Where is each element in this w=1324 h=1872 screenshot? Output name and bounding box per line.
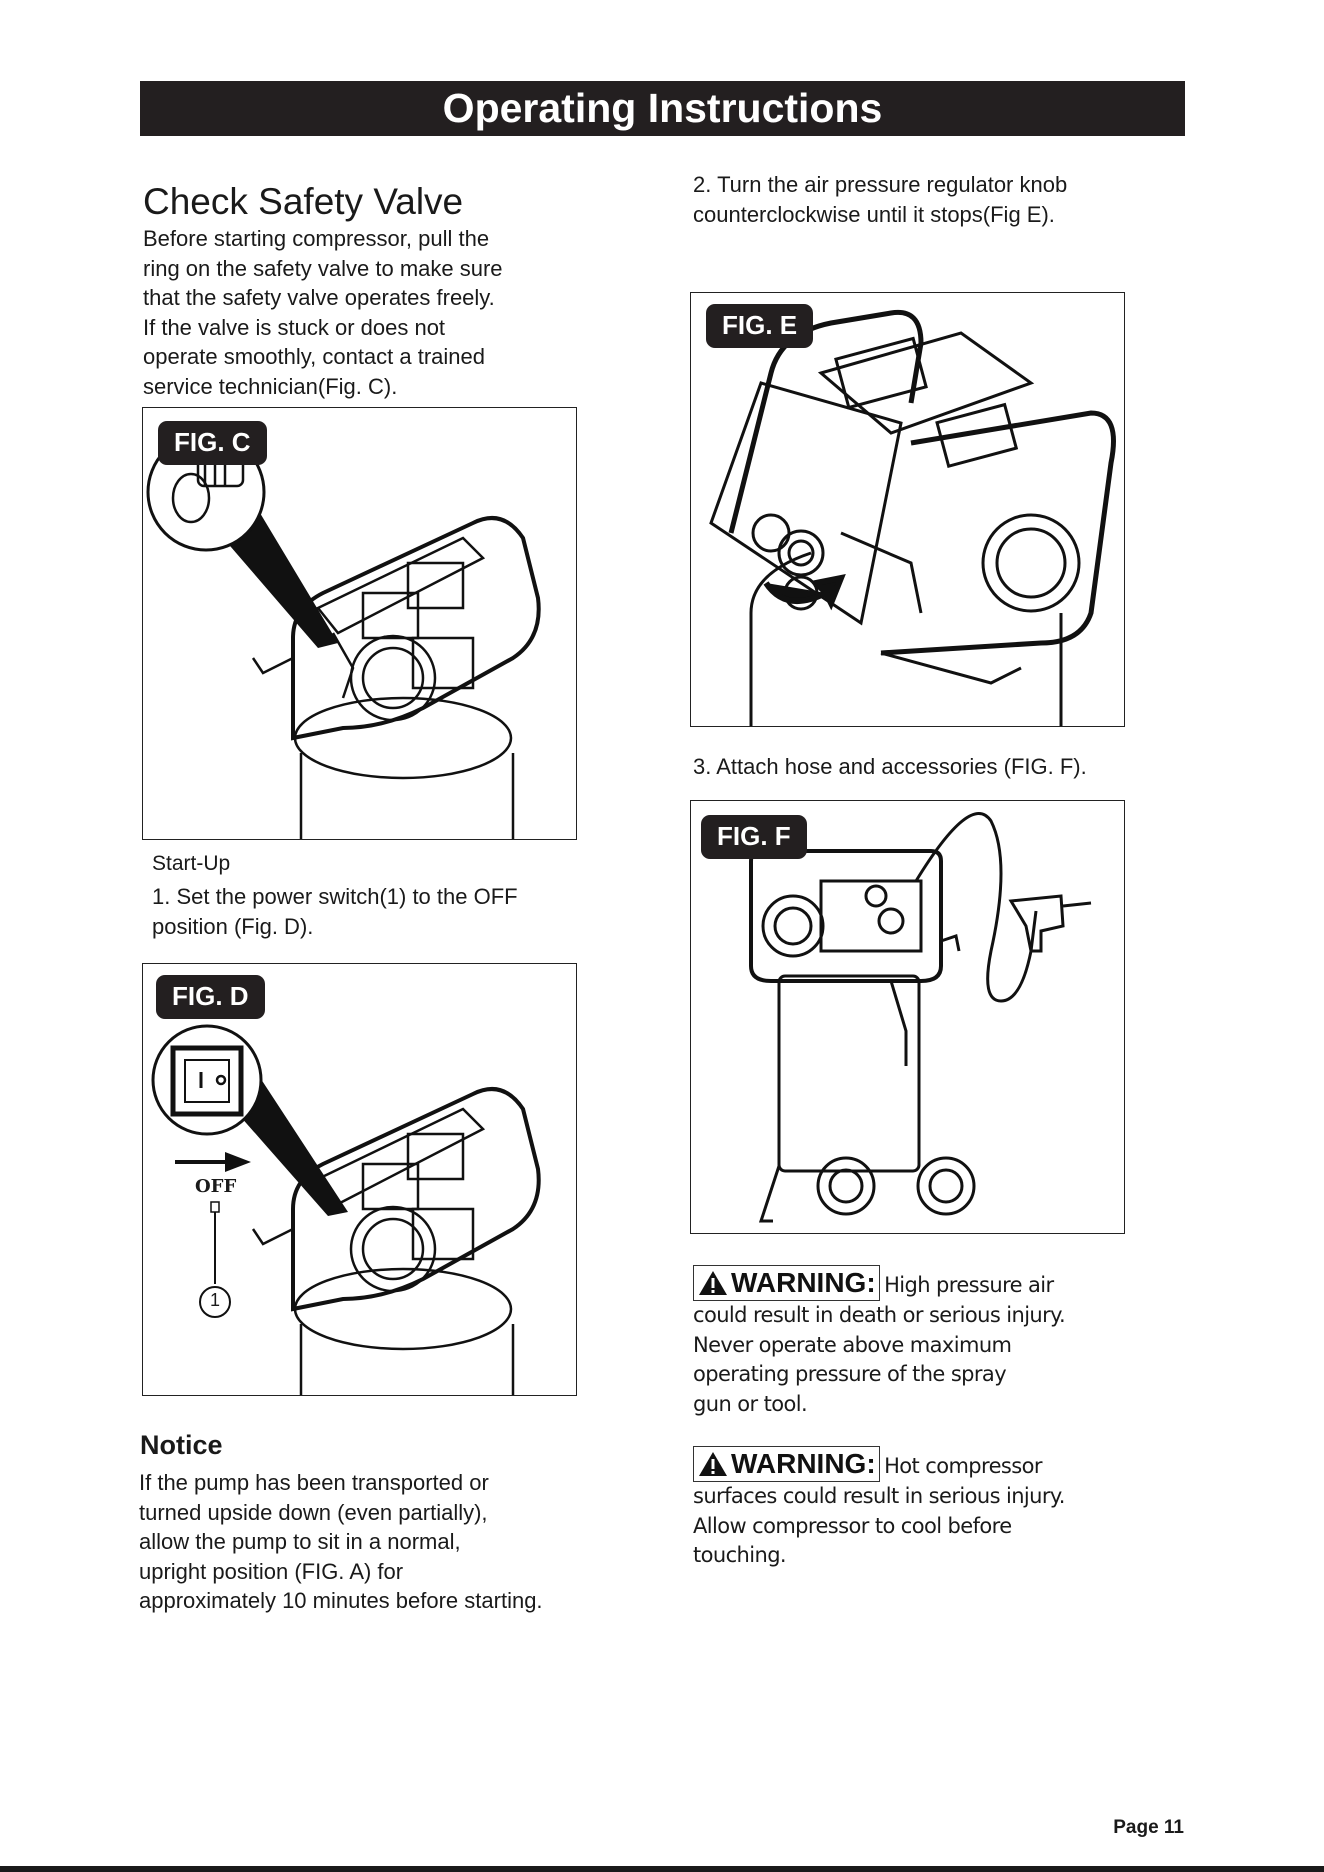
- text-line: gun or tool.: [693, 1391, 808, 1416]
- fig-e-label: FIG. E: [706, 304, 814, 348]
- text-line: turned upside down (even partially),: [139, 1499, 488, 1525]
- text-line: upright position (FIG. A) for: [139, 1558, 404, 1584]
- text-line: allow the pump to sit in a normal,: [139, 1529, 461, 1554]
- text-line: If the pump has been transported or: [139, 1470, 489, 1495]
- warning-hot-surface: WARNING: Hot compressor surfaces could r…: [693, 1446, 1153, 1571]
- startup-heading: Start-Up: [152, 852, 231, 875]
- off-label: OFF: [195, 1176, 237, 1197]
- text-line: position (Fig. D).: [152, 913, 314, 939]
- step-2-text: 2. Turn the air pressure regulator knob …: [693, 170, 1067, 229]
- fig-f-label: FIG. F: [701, 815, 807, 859]
- text-line: 2. Turn the air pressure regulator knob: [693, 172, 1068, 197]
- safety-valve-text: Before starting compressor, pull the rin…: [143, 224, 503, 401]
- warning-high-pressure: WARNING: High pressure air could result …: [693, 1265, 1153, 1419]
- fig-d-label: FIG. D: [156, 975, 265, 1019]
- figure-f: FIG. F: [690, 800, 1125, 1234]
- text-line: operating pressure of the spray: [693, 1362, 1007, 1386]
- text-line: service technician(Fig. C).: [143, 373, 398, 399]
- warning-text-first: High pressure air: [884, 1273, 1054, 1297]
- warning-triangle-icon: [699, 1271, 727, 1295]
- compressor-regulator-illustration: [709, 309, 1116, 726]
- page-number: Page 11: [1113, 1817, 1184, 1838]
- warning-triangle-icon: [699, 1452, 727, 1476]
- bottom-rule: [0, 1866, 1324, 1872]
- figure-e: FIG. E: [690, 292, 1125, 727]
- text-line: counterclockwise until it stops(Fig E).: [693, 201, 1055, 227]
- text-line: 1. Set the power switch(1) to the OFF: [152, 884, 518, 909]
- text-line: could result in death or serious injury.: [693, 1303, 1066, 1327]
- fig-c-label: FIG. C: [158, 421, 267, 465]
- compressor-hose-tool-illustration: [749, 812, 1092, 1223]
- text-line: surfaces could result in serious injury.: [693, 1484, 1065, 1508]
- notice-text: If the pump has been transported or turn…: [139, 1468, 543, 1616]
- text-line: that the safety valve operates freely.: [143, 285, 495, 310]
- warning-tag: WARNING:: [693, 1265, 880, 1301]
- text-line: If the valve is stuck or does not: [143, 314, 446, 340]
- text-line: Allow compressor to cool before: [693, 1513, 1012, 1538]
- figure-d: FIG. D OFF 1: [142, 963, 577, 1396]
- compressor-safety-valve-illustration: [146, 432, 541, 839]
- step-3-text: 3. Attach hose and accessories (FIG. F).: [693, 754, 1087, 779]
- text-line: approximately 10 minutes before starting…: [139, 1588, 543, 1613]
- warning-tag: WARNING:: [693, 1446, 880, 1482]
- text-line: Never operate above maximum: [693, 1332, 1012, 1357]
- callout-number: 1: [209, 1290, 220, 1310]
- text-line: touching.: [693, 1543, 787, 1567]
- text-line: operate smoothly, contact a trained: [143, 344, 486, 369]
- section-banner: Operating Instructions: [140, 81, 1185, 136]
- figure-c: FIG. C: [142, 407, 577, 840]
- safety-valve-heading: Check Safety Valve: [143, 181, 464, 222]
- text-line: ring on the safety valve to make sure: [143, 255, 503, 281]
- step-1-text: 1. Set the power switch(1) to the OFF po…: [152, 882, 518, 941]
- compressor-power-switch-illustration: [151, 1024, 541, 1395]
- text-line: Before starting compressor, pull the: [143, 226, 490, 251]
- warning-text-first: Hot compressor: [884, 1454, 1042, 1478]
- notice-heading: Notice: [140, 1430, 223, 1460]
